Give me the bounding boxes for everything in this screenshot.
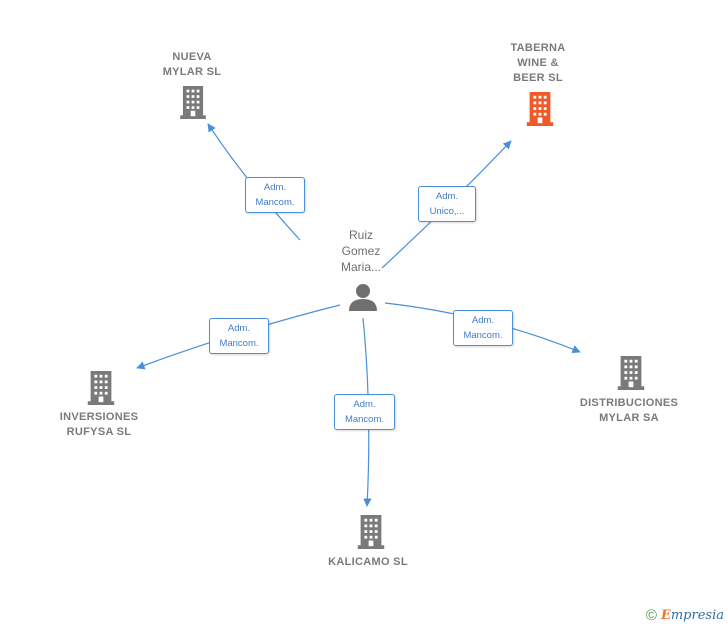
node-label-inversiones[interactable]: INVERSIONES RUFYSA SL <box>59 411 139 438</box>
edges <box>136 123 581 507</box>
building-icon-taberna[interactable] <box>526 92 554 126</box>
node-label-nueva-mylar[interactable]: NUEVA MYLAR SL <box>162 51 222 78</box>
person-label[interactable]: Ruiz Gomez Maria... <box>340 228 381 274</box>
edge-label-inversiones: Adm. Mancom. <box>209 318 269 354</box>
building-icon-distribuciones[interactable] <box>617 356 645 390</box>
empresia-watermark: © Empresia <box>646 607 724 624</box>
edge-label-nueva-mylar: Adm. Mancom. <box>245 177 305 213</box>
building-icon-inversiones[interactable] <box>87 371 115 405</box>
node-label-kalicamo[interactable]: KALICAMO SL <box>328 556 408 568</box>
node-label-distribuciones[interactable]: DISTRIBUCIONES MYLAR SA <box>579 397 679 424</box>
edge-label-taberna: Adm. Unico,... <box>418 186 476 222</box>
edge-label-kalicamo: Adm. Mancom. <box>334 394 395 430</box>
edge-label-distribuciones: Adm. Mancom. <box>453 310 513 346</box>
person-icon[interactable] <box>349 284 377 311</box>
node-label-taberna[interactable]: TABERNA WINE & BEER SL <box>510 42 566 84</box>
building-icon-nueva-mylar[interactable] <box>180 86 206 119</box>
building-icon-kalicamo[interactable] <box>357 515 385 549</box>
copyright-icon: © <box>645 607 657 624</box>
empresia-logo: Empresia <box>660 608 724 623</box>
